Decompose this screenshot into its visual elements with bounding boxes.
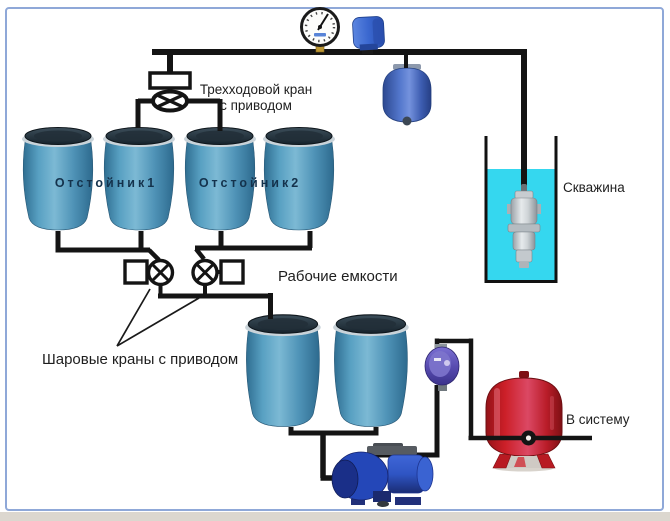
- working-barrel-2: [332, 314, 410, 428]
- label-three-way-valve: Трехходовой кран с приводом: [193, 82, 319, 113]
- pressure-switch: [352, 16, 385, 54]
- page-edge-strip: [0, 512, 670, 521]
- label-working-tanks: Рабочие емкости: [278, 268, 398, 285]
- working-barrel-1: [244, 314, 322, 428]
- ball-valve-1: [123, 258, 175, 287]
- three-way-valve-actuator: [148, 71, 192, 90]
- ball-valve-2: [191, 258, 245, 287]
- pump-controller: [424, 344, 460, 391]
- ball-valve-actuator-1: [123, 259, 149, 285]
- label-three-way-line2: с приводом: [220, 97, 292, 113]
- surface-pump: [331, 443, 434, 507]
- label-settling-tank-1: Отстойник1: [54, 176, 158, 190]
- expansion-tank: [382, 64, 432, 126]
- label-ball-valves: Шаровые краны с приводом: [42, 351, 239, 368]
- submersible-pump: [507, 184, 541, 268]
- label-well: Скважина: [563, 180, 625, 195]
- label-three-way-line1: Трехходовой кран: [199, 82, 313, 97]
- tank-fitting: [521, 430, 536, 446]
- pressure-gauge: [300, 7, 340, 53]
- label-settling-tank-2: Отстойник2: [198, 176, 302, 190]
- callout-lines: [116, 288, 200, 347]
- hydro-accumulator-tank: [485, 371, 563, 472]
- three-way-valve: [148, 71, 192, 113]
- ball-valve-actuator-2: [219, 259, 245, 285]
- label-to-system: В систему: [566, 412, 630, 427]
